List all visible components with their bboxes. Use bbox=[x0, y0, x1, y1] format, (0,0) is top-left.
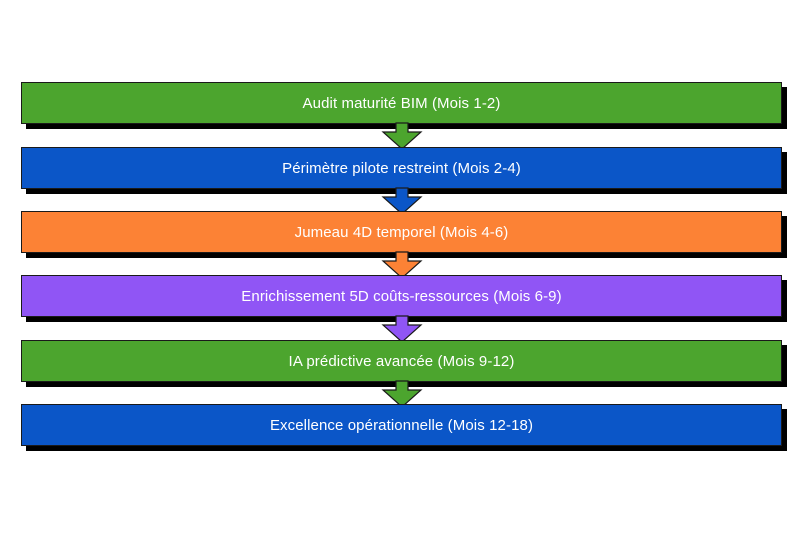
connector-arrow-5 bbox=[379, 380, 425, 408]
flow-node-6[interactable]: Excellence opérationnelle (Mois 12-18) bbox=[21, 404, 782, 446]
connector-arrow-1 bbox=[379, 122, 425, 150]
flow-node-2[interactable]: Périmètre pilote restreint (Mois 2-4) bbox=[21, 147, 782, 189]
flow-node-1[interactable]: Audit maturité BIM (Mois 1-2) bbox=[21, 82, 782, 124]
arrow-down-icon bbox=[381, 122, 423, 150]
flow-node-4[interactable]: Enrichissement 5D coûts-ressources (Mois… bbox=[21, 275, 782, 317]
connector-arrow-4 bbox=[379, 315, 425, 343]
arrow-down-icon bbox=[381, 315, 423, 343]
flow-node-label: Périmètre pilote restreint (Mois 2-4) bbox=[282, 159, 521, 177]
connector-arrow-2 bbox=[379, 187, 425, 215]
flow-node-label: IA prédictive avancée (Mois 9-12) bbox=[288, 352, 515, 370]
arrow-down-icon bbox=[381, 380, 423, 408]
flow-node-label: Audit maturité BIM (Mois 1-2) bbox=[302, 94, 501, 112]
flow-node-3[interactable]: Jumeau 4D temporel (Mois 4-6) bbox=[21, 211, 782, 253]
flow-node-label: Excellence opérationnelle (Mois 12-18) bbox=[269, 416, 534, 434]
flow-node-label: Jumeau 4D temporel (Mois 4-6) bbox=[294, 223, 509, 241]
flow-node-5[interactable]: IA prédictive avancée (Mois 9-12) bbox=[21, 340, 782, 382]
arrow-down-icon bbox=[381, 187, 423, 215]
arrow-down-icon bbox=[381, 251, 423, 279]
flow-node-label: Enrichissement 5D coûts-ressources (Mois… bbox=[241, 287, 562, 305]
connector-arrow-3 bbox=[379, 251, 425, 279]
